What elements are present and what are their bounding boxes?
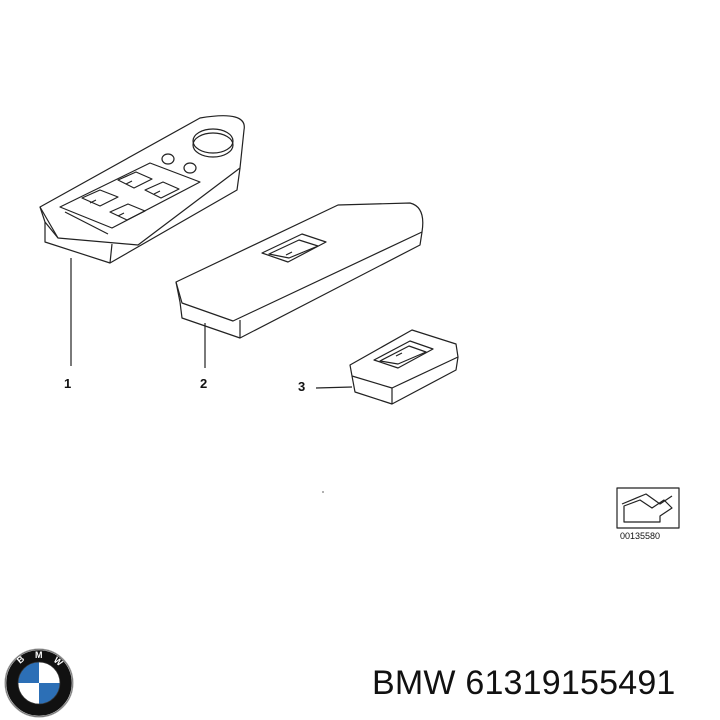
stray-dot — [322, 491, 324, 493]
callout-leader-lines — [70, 258, 353, 389]
part-1-driver-switch-block — [39, 115, 245, 264]
reference-arrow-icon — [616, 487, 680, 529]
bmw-logo-icon: B M W — [4, 648, 74, 718]
part-2-passenger-switch-panel — [175, 202, 424, 339]
callout-label-3: 3 — [298, 379, 306, 394]
reference-number: 00135580 — [620, 531, 661, 541]
callout-label-1: 1 — [64, 376, 72, 391]
svg-text:B: B — [15, 653, 27, 665]
part-number-footer: BMW 61319155491 — [372, 664, 676, 702]
callout-label-2: 2 — [200, 376, 208, 391]
part-3-single-window-switch — [349, 329, 459, 405]
svg-text:M: M — [35, 650, 43, 660]
